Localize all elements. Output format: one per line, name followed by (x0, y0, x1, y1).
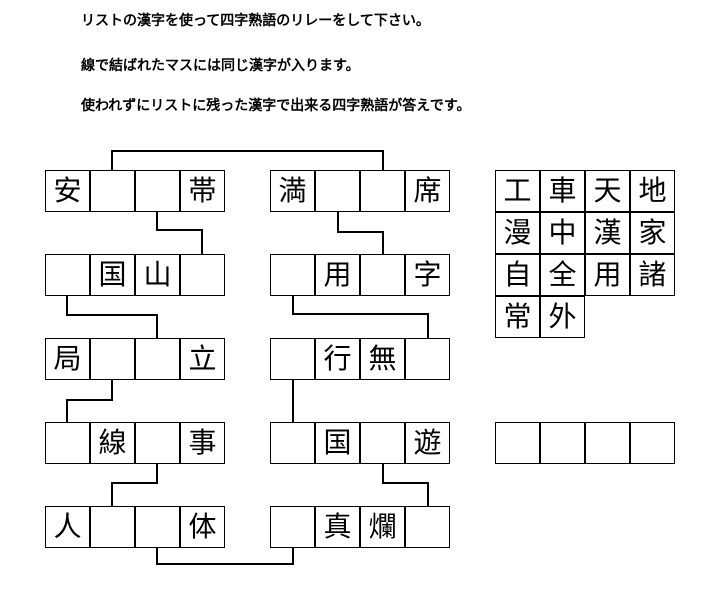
connector-line (156, 212, 203, 254)
instruction-line-1: リストの漢字を使って四字熟語のリレーをして下さい。 (81, 13, 430, 29)
puzzle-cell[interactable] (90, 170, 135, 212)
puzzle-cell[interactable]: 真 (315, 506, 360, 548)
connector-line (66, 380, 113, 422)
puzzle-cell[interactable] (45, 422, 90, 464)
puzzle-cell[interactable] (90, 506, 135, 548)
puzzle-cell[interactable]: 局 (45, 338, 90, 380)
kanji-list-cell: 工 (495, 170, 540, 212)
puzzle-cell[interactable] (270, 422, 315, 464)
puzzle-cell[interactable] (135, 170, 180, 212)
puzzle-cell[interactable] (360, 254, 405, 296)
puzzle-cell[interactable]: 人 (45, 506, 90, 548)
connector-line (156, 548, 294, 565)
instruction-line-3: 使われずにリストに残った漢字で出来る四字熟語が答えです。 (81, 98, 471, 114)
answer-cell[interactable] (540, 422, 585, 464)
kanji-list-cell: 常 (495, 296, 540, 338)
kanji-list-cell: 自 (495, 254, 540, 296)
puzzle-cell[interactable] (405, 338, 450, 380)
kanji-list-cell: 外 (540, 296, 585, 338)
connector-line (337, 212, 384, 254)
connector-line (292, 296, 429, 338)
answer-cell[interactable] (495, 422, 540, 464)
kanji-list-cell: 地 (630, 170, 675, 212)
kanji-list-cell: 全 (540, 254, 585, 296)
puzzle-cell[interactable]: 国 (315, 422, 360, 464)
kanji-list-cell: 天 (585, 170, 630, 212)
answer-cell[interactable] (630, 422, 675, 464)
answer-cell[interactable] (585, 422, 630, 464)
puzzle-cell[interactable]: 立 (180, 338, 225, 380)
puzzle-cell[interactable] (270, 506, 315, 548)
puzzle-cell[interactable]: 席 (405, 170, 450, 212)
kanji-list-cell: 中 (540, 212, 585, 254)
puzzle-cell[interactable]: 満 (270, 170, 315, 212)
puzzle-cell[interactable] (270, 254, 315, 296)
puzzle-cell[interactable] (270, 338, 315, 380)
puzzle-cell[interactable]: 帯 (180, 170, 225, 212)
connector-line (66, 296, 158, 338)
puzzle-cell[interactable] (180, 254, 225, 296)
puzzle-cell[interactable]: 山 (135, 254, 180, 296)
puzzle-cell[interactable] (45, 254, 90, 296)
kanji-list-cell: 車 (540, 170, 585, 212)
kanji-list-cell: 漢 (585, 212, 630, 254)
puzzle-cell[interactable]: 線 (90, 422, 135, 464)
puzzle-cell[interactable] (90, 338, 135, 380)
kanji-list-cell: 漫 (495, 212, 540, 254)
connector-line (111, 464, 158, 506)
connector-line (382, 464, 429, 506)
kanji-list-cell: 用 (585, 254, 630, 296)
puzzle-cell[interactable]: 用 (315, 254, 360, 296)
puzzle-cell[interactable]: 無 (360, 338, 405, 380)
puzzle-cell[interactable]: 体 (180, 506, 225, 548)
puzzle-cell[interactable] (360, 422, 405, 464)
puzzle-cell[interactable]: 字 (405, 254, 450, 296)
connector-line (111, 150, 384, 170)
puzzle-cell[interactable]: 安 (45, 170, 90, 212)
puzzle-cell[interactable]: 国 (90, 254, 135, 296)
puzzle-cell[interactable] (405, 506, 450, 548)
puzzle-cell[interactable]: 爛 (360, 506, 405, 548)
kanji-list-cell: 家 (630, 212, 675, 254)
puzzle-cell[interactable] (360, 170, 405, 212)
puzzle-cell[interactable]: 行 (315, 338, 360, 380)
puzzle-cell[interactable]: 遊 (405, 422, 450, 464)
puzzle-cell[interactable] (135, 338, 180, 380)
puzzle-cell[interactable]: 事 (180, 422, 225, 464)
puzzle-cell[interactable] (135, 506, 180, 548)
puzzle-cell[interactable] (315, 170, 360, 212)
instruction-line-2: 線で結ばれたマスには同じ漢字が入ります。 (81, 58, 360, 74)
kanji-list-cell: 諸 (630, 254, 675, 296)
puzzle-cell[interactable] (135, 422, 180, 464)
